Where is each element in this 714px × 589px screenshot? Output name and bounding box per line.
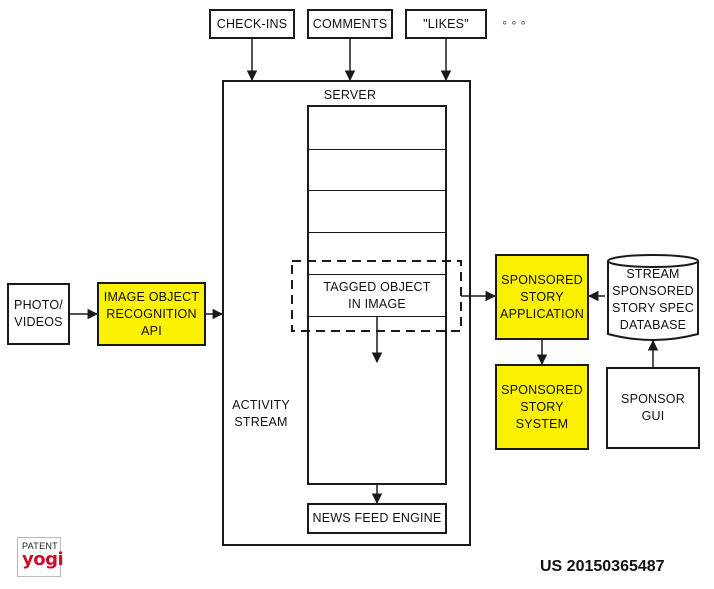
stack-row-divider	[307, 149, 447, 150]
stack-row-divider	[307, 190, 447, 191]
patentyogi-logo-brand: yogi	[22, 549, 63, 570]
sponsor-gui-box: SPONSOR GUI	[606, 367, 700, 449]
check-ins-label: CHECK-INS	[217, 16, 288, 33]
comments-label: COMMENTS	[313, 16, 388, 33]
stack-row-divider	[307, 232, 447, 233]
sponsored-story-system-box: SPONSORED STORY SYSTEM	[495, 364, 589, 450]
more-inputs-ellipsis: ◦ ◦ ◦	[492, 14, 536, 31]
image-recognition-api-label: IMAGE OBJECT RECOGNITION API	[104, 289, 199, 340]
server-label: SERVER	[310, 87, 390, 104]
photo-videos-box: PHOTO/ VIDEOS	[7, 283, 70, 345]
patent-number: US 20150365487	[540, 558, 665, 576]
news-feed-engine-label: NEWS FEED ENGINE	[313, 510, 442, 527]
sponsored-story-application-label: SPONSORED STORY APPLICATION	[500, 272, 584, 323]
likes-label: "LIKES"	[423, 16, 469, 33]
likes-box: "LIKES"	[405, 9, 487, 39]
spec-database-label: STREAM SPONSORED STORY SPEC DATABASE	[608, 266, 698, 334]
stack-row-divider	[307, 316, 447, 317]
tagged-object-label: TAGGED OBJECT IN IMAGE	[312, 279, 442, 313]
comments-box: COMMENTS	[307, 9, 393, 39]
sponsored-story-application-box: SPONSORED STORY APPLICATION	[495, 254, 589, 340]
news-feed-engine-box: NEWS FEED ENGINE	[307, 503, 447, 534]
check-ins-box: CHECK-INS	[209, 9, 295, 39]
image-recognition-api-box: IMAGE OBJECT RECOGNITION API	[97, 282, 206, 346]
activity-stream-label: ACTIVITY STREAM	[226, 397, 296, 431]
sponsored-story-system-label: SPONSORED STORY SYSTEM	[501, 382, 583, 433]
stack-row-divider	[307, 274, 447, 275]
sponsor-gui-label: SPONSOR GUI	[621, 391, 685, 425]
photo-videos-label: PHOTO/ VIDEOS	[14, 297, 63, 331]
